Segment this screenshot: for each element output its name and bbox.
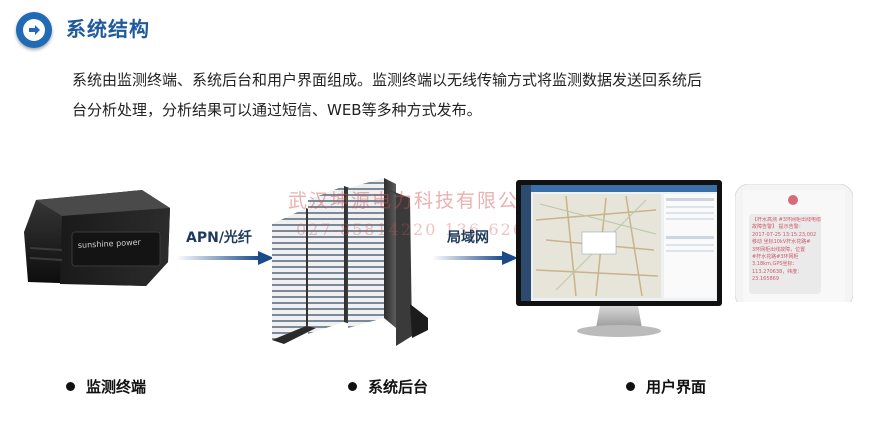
legend-label: 系统后台 (368, 378, 429, 396)
sms-line: 113.270638，纬度： (752, 268, 803, 275)
circle-arrow-right-icon (16, 12, 52, 48)
legend-item-terminal: 监测终端 (66, 376, 146, 397)
link-label-apn: APN/光纤 (186, 230, 252, 246)
sms-line: 3环网柜出线故障，位置 (752, 246, 806, 253)
sms-line: 23.165869 (752, 276, 780, 283)
sms-line: 故障告警】 提示告警： (752, 224, 804, 231)
monitor-icon (516, 180, 722, 337)
description-line: 系统由监测终端、系统后台和用户界面组成。监测终端以无线传输方式将监测数据发送回系… (72, 71, 703, 89)
phone-screen: 【杆水高测 #3环网柜出线电缆 故障告警】 提示告警： 2017-07-25 1… (735, 184, 853, 302)
link-label-lan: 局域网 (447, 230, 489, 246)
bullet-icon (626, 382, 635, 391)
page-title: 系统结构 (66, 17, 150, 41)
sms-line: 【杆水高测 #3环网柜出线电缆 (752, 217, 821, 223)
sms-line: #杆水花路#3环网柜 (752, 254, 799, 261)
device-brand-text: sunshine power (78, 238, 142, 250)
legend-item-ui: 用户界面 (626, 376, 706, 397)
arrow-right-icon (432, 251, 518, 265)
description-line: 台分析处理，分析结果可以通过短信、WEB等多种方式发布。 (72, 101, 482, 119)
monitoring-terminal-device: sunshine power (24, 190, 170, 286)
sms-line: 2017-07-25 13:15:23,002 (752, 231, 817, 238)
legend-item-backend: 系统后台 (348, 376, 428, 397)
legend-label: 用户界面 (646, 378, 707, 396)
arrow-right-icon (176, 251, 274, 265)
bullet-icon (66, 382, 75, 391)
bullet-icon (348, 382, 357, 391)
server-rack-icon (272, 178, 428, 346)
description: 系统由监测终端、系统后台和用户界面组成。监测终端以无线传输方式将监测数据发送回系… (72, 65, 792, 125)
sms-line: 3.18km,GPS坐标： (752, 261, 798, 268)
watermark-company: 武汉坤源电力科技有限公司 (288, 190, 541, 212)
legend-label: 监测终端 (86, 378, 147, 396)
sms-line: 移动 坐标10kV杆水花路# (752, 239, 811, 246)
